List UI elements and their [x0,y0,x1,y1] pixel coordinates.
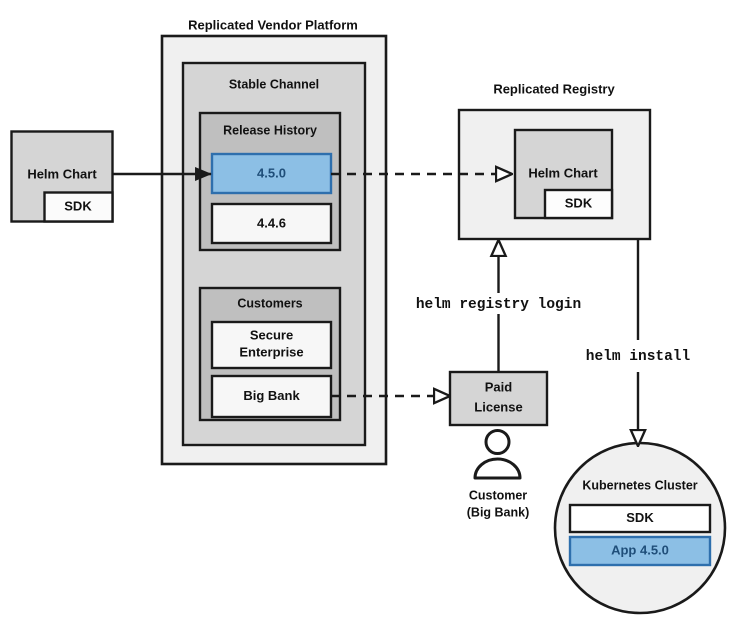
registry-sdk-label: SDK [565,195,593,210]
release-item-4-4-6-label: 4.4.6 [257,215,286,230]
registry-helm-chart-label: Helm Chart [528,165,598,180]
source-sdk-box [43,191,114,223]
cluster-component-app-box [568,535,712,567]
vendor-platform-title: Replicated Vendor Platform [188,17,358,32]
kubernetes-cluster-label: Kubernetes Cluster [582,478,697,492]
source-sdk-label: SDK [64,198,92,213]
release-item-4-4-6-box[interactable] [210,202,333,245]
registry-title: Replicated Registry [493,81,615,96]
registry-sdk-box [543,188,614,220]
paid-license-label-line1: Paid [485,379,513,394]
customer-secure-enterprise-label-line2: Enterprise [239,344,303,359]
paid-license-label-line2: License [474,399,522,414]
release-item-4-5-0-label: 4.5.0 [257,165,286,180]
source-helm-chart-label: Helm Chart [27,166,97,181]
customer-actor-label-line2: (Big Bank) [467,505,530,519]
cluster-component-sdk-box [568,503,712,534]
source-helm-chart-group: Helm Chart SDK [10,130,114,223]
edge-label-helm-install: helm install [586,349,691,365]
customer-secure-enterprise-label-line1: Secure [250,327,293,342]
cluster-component-sdk-label: SDK [626,510,654,525]
customer-big-bank-label: Big Bank [243,388,300,403]
customer-actor-label-line1: Customer [469,488,527,502]
edge-label-helm-registry-login: helm registry login [416,297,581,313]
customers-label: Customers [237,296,302,310]
release-item-4-5-0-box[interactable] [210,152,333,195]
release-history-label: Release History [223,123,317,137]
customer-secure-enterprise-box[interactable] [210,320,333,370]
cluster-component-app-label: App 4.5.0 [611,542,669,557]
customer-big-bank-box[interactable] [210,374,333,419]
customer-actor-icon [473,429,522,480]
stable-channel-label: Stable Channel [229,77,319,91]
